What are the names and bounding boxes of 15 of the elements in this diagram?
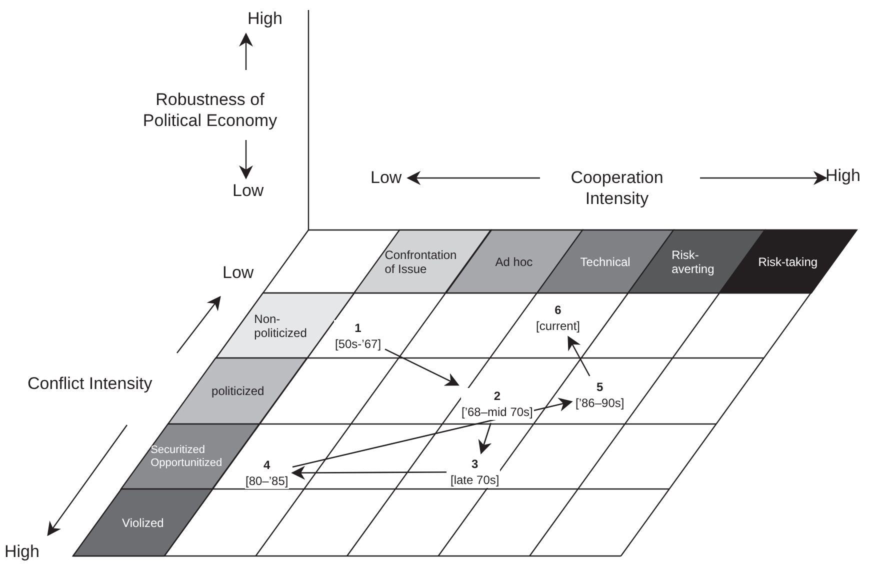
- axis-title: Cooperation Intensity: [570, 167, 664, 209]
- axis-end-label: High: [826, 164, 860, 186]
- axis-title: Conflict Intensity: [28, 372, 152, 394]
- axis-title: Robustness of Political Economy: [142, 89, 278, 131]
- axis-end-label: Low: [222, 262, 254, 282]
- row-header-band: Violized: [73, 489, 213, 556]
- axis-end-label: High: [248, 8, 282, 28]
- arrow: [568, 336, 590, 376]
- arrow: [384, 348, 460, 386]
- axis-end-label: Low: [370, 166, 402, 188]
- row-header-band: politicized: [168, 358, 308, 424]
- arrow: [478, 422, 492, 454]
- axis-end-label: Low: [232, 180, 264, 200]
- arrow: [291, 466, 446, 480]
- axis-end-label: High: [4, 540, 40, 562]
